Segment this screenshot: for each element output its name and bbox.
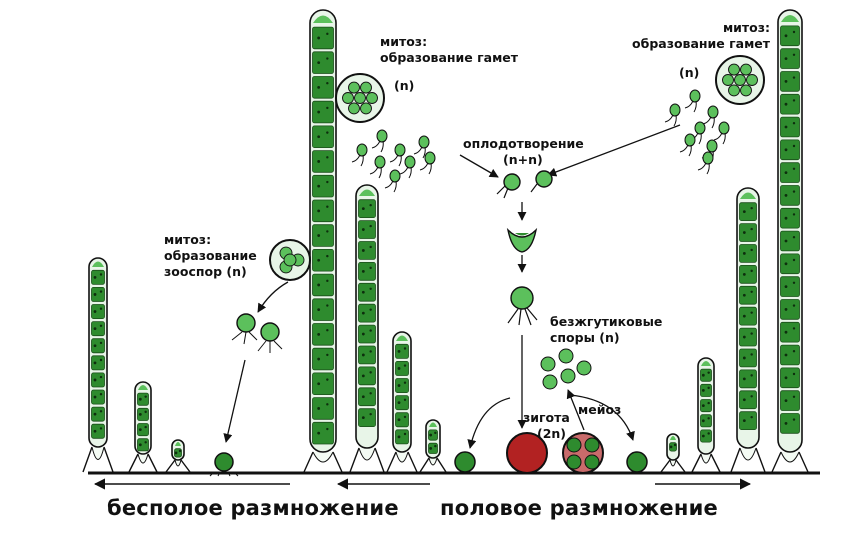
ploidy-right-label: (n) bbox=[679, 65, 700, 80]
zoospore-germling bbox=[209, 452, 239, 477]
zygote-line2: (2n) bbox=[537, 426, 567, 441]
zygote-label: зигота (2n) bbox=[523, 410, 570, 442]
algal-filament bbox=[82, 257, 114, 473]
gamete bbox=[679, 133, 696, 157]
mitosis-right-line1: митоз: bbox=[722, 20, 771, 35]
gamete bbox=[702, 105, 719, 129]
filaments-group bbox=[82, 9, 809, 473]
algal-filament bbox=[303, 9, 343, 473]
algal-filament bbox=[771, 9, 809, 473]
gamete bbox=[697, 151, 714, 175]
mitosis-left-line1: митоз: bbox=[380, 34, 428, 49]
planozygote bbox=[506, 227, 538, 253]
zoospores bbox=[231, 313, 283, 353]
fertilization-line2: (n+n) bbox=[503, 152, 543, 167]
sexual-reproduction-label: половое размножение bbox=[440, 496, 718, 520]
mitosis-right-line2: образование гамет bbox=[632, 36, 771, 51]
mitosis-gametes-right-label: митоз: образование гамет bbox=[632, 20, 770, 52]
algal-filament bbox=[419, 419, 447, 473]
gamete bbox=[371, 129, 388, 153]
germling-left bbox=[454, 451, 476, 473]
algal-filament bbox=[730, 187, 766, 473]
free-cells-group bbox=[351, 89, 730, 193]
gamete bbox=[384, 169, 401, 193]
algal-filament bbox=[349, 184, 385, 473]
process-arrows bbox=[223, 124, 681, 449]
zoospores-line1: митоз: bbox=[164, 232, 212, 247]
mitosis-left-line2: образование гамет bbox=[380, 50, 519, 65]
gamete bbox=[664, 103, 681, 127]
germling-right bbox=[626, 451, 648, 473]
gamete bbox=[351, 143, 368, 167]
zygote-cell bbox=[506, 432, 548, 474]
gamete bbox=[419, 151, 436, 175]
algal-filament bbox=[660, 433, 686, 473]
zoospores-line2: образование bbox=[164, 248, 257, 263]
ploidy-left-label: (n) bbox=[394, 78, 415, 93]
fusing-gametes bbox=[496, 170, 553, 199]
gametangium-right bbox=[715, 55, 765, 105]
gamete bbox=[389, 143, 406, 167]
aflagellate-spores-label: безжгутиковые споры (n) bbox=[550, 314, 662, 346]
gametangium-left bbox=[335, 73, 385, 123]
fertilization-line1: оплодотворение bbox=[463, 136, 584, 151]
aflagellate-spores bbox=[540, 348, 592, 390]
algal-filament bbox=[691, 357, 721, 473]
zoosporangium bbox=[269, 239, 311, 281]
zoospores-line3: зооспор (n) bbox=[164, 264, 247, 279]
meiosis-tetrad bbox=[562, 432, 604, 474]
gamete bbox=[713, 121, 730, 145]
algal-filament bbox=[165, 439, 191, 473]
meiosis-label: мейоз bbox=[578, 402, 622, 417]
zygote-line1: зигота bbox=[523, 410, 570, 425]
gamete bbox=[413, 135, 430, 159]
gamete bbox=[369, 155, 386, 179]
algal-filament bbox=[128, 381, 158, 473]
spores-line1: безжгутиковые bbox=[550, 314, 663, 329]
settling-zygote bbox=[507, 286, 538, 326]
asexual-reproduction-label: бесполое размножение bbox=[107, 496, 399, 520]
mitosis-gametes-left-label: митоз: образование гамет bbox=[380, 34, 518, 66]
gamete bbox=[684, 89, 701, 113]
fertilization-label: оплодотворение (n+n) bbox=[463, 136, 584, 168]
spores-line2: споры (n) bbox=[550, 330, 620, 345]
mitosis-zoospores-label: митоз: образование зооспор (n) bbox=[164, 232, 257, 280]
algal-filament bbox=[386, 331, 418, 473]
gamete bbox=[399, 155, 416, 179]
